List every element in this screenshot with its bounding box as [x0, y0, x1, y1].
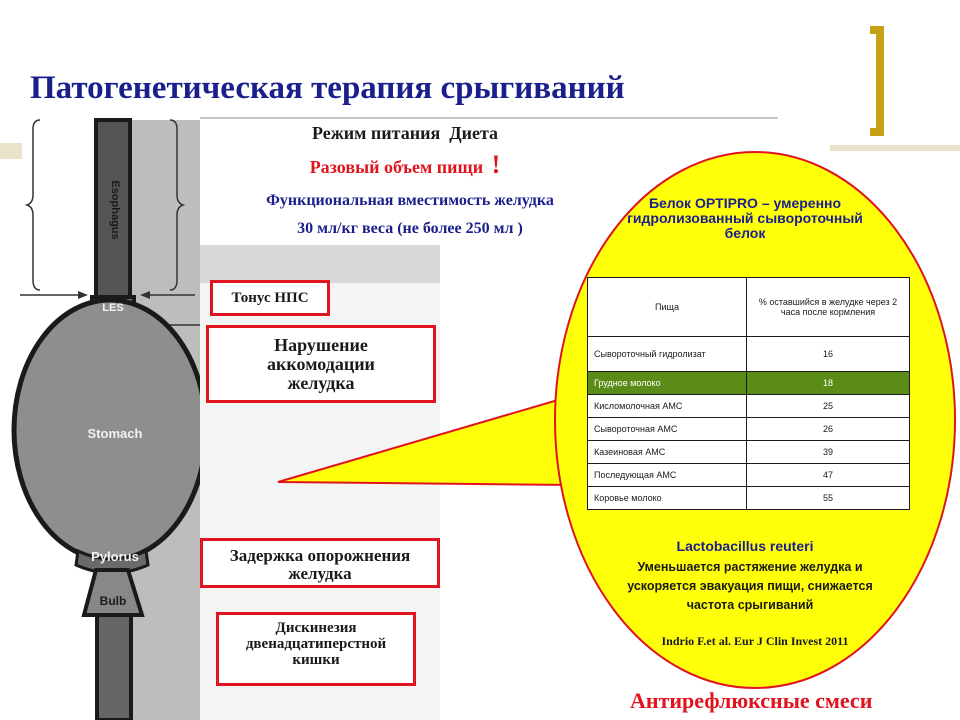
right-accent-bar	[830, 145, 960, 151]
table-cell-value: 26	[746, 417, 910, 441]
table-header-food: Пища	[587, 277, 747, 337]
bubble-pointer	[277, 393, 576, 487]
corner-bracket-icon	[870, 26, 884, 136]
portion-volume-text: Разовый объем пищи	[309, 157, 484, 177]
citation: Indrio F.et al. Eur J Clin Invest 2011	[661, 634, 849, 648]
stomach-capacity: Функциональная вместимость желудка	[266, 192, 554, 209]
lactobacillus-title: Lactobacillus reuteri	[676, 538, 814, 554]
table-cell-food: Грудное молоко	[587, 371, 747, 395]
capacity-value: 30 мл/кг веса (не более 250 мл )	[297, 220, 523, 237]
stomach-diagram	[11, 118, 200, 720]
duodenum-tube	[95, 613, 133, 720]
les-label: LES	[102, 302, 124, 314]
table-header-residue: % оставшийся в желудке через 2 часа посл…	[746, 277, 910, 337]
table-cell-value: 47	[746, 463, 910, 487]
pylorus-ring	[74, 548, 150, 575]
table-cell-value: 25	[746, 394, 910, 418]
les-tonus-box: Тонус НПС	[210, 280, 330, 316]
feeding-regime: Режим питания Диета	[311, 123, 499, 143]
dyskinesia-box: Дискинезия двенадцатиперстной кишки	[216, 612, 416, 686]
right-brace	[169, 119, 186, 291]
lactobacillus-text: Уменьшается растяжение желудка и ускоряе…	[627, 560, 873, 612]
table-cell-food: Сывороточный гидролизат	[587, 336, 747, 372]
bulb-label: Bulb	[99, 594, 127, 608]
table-cell-value: 16	[746, 336, 910, 372]
table-cell-value: 55	[746, 486, 910, 510]
portion-volume: Разовый объем пищи !	[230, 150, 580, 180]
table-cell-food: Казеиновая АМС	[587, 440, 747, 464]
antireflux-formulas: Антирефлюксные смеси	[630, 688, 873, 713]
gastric-delay-box: Задержка опорожнения желудка	[200, 538, 440, 588]
exclamation-mark: !	[491, 150, 501, 179]
table-cell-food: Сывороточная АМС	[587, 417, 747, 441]
accommodation-box: Нарушение аккомодации желудка	[206, 325, 436, 403]
gastric-residue-table: Пища % оставшийся в желудке через 2 часа…	[587, 277, 910, 510]
table-cell-food: Кисломолочная АМС	[587, 394, 747, 418]
slide-title: Патогенетическая терапия срыгиваний	[30, 70, 625, 106]
table-cell-value: 39	[746, 440, 910, 464]
pylorus-label: Pylorus	[91, 549, 139, 564]
top-rule	[200, 117, 778, 119]
left-accent-bar	[0, 143, 22, 159]
table-cell-food: Последующая АМС	[587, 463, 747, 487]
bulb	[81, 568, 145, 617]
table-cell-value: 18	[746, 371, 910, 395]
left-brace	[24, 119, 41, 291]
stomach-label: Stomach	[87, 426, 143, 441]
table-cell-food: Коровье молоко	[587, 486, 747, 510]
protein-title: Белок OPTIPRO – умеренно гидролизованный…	[627, 195, 863, 242]
